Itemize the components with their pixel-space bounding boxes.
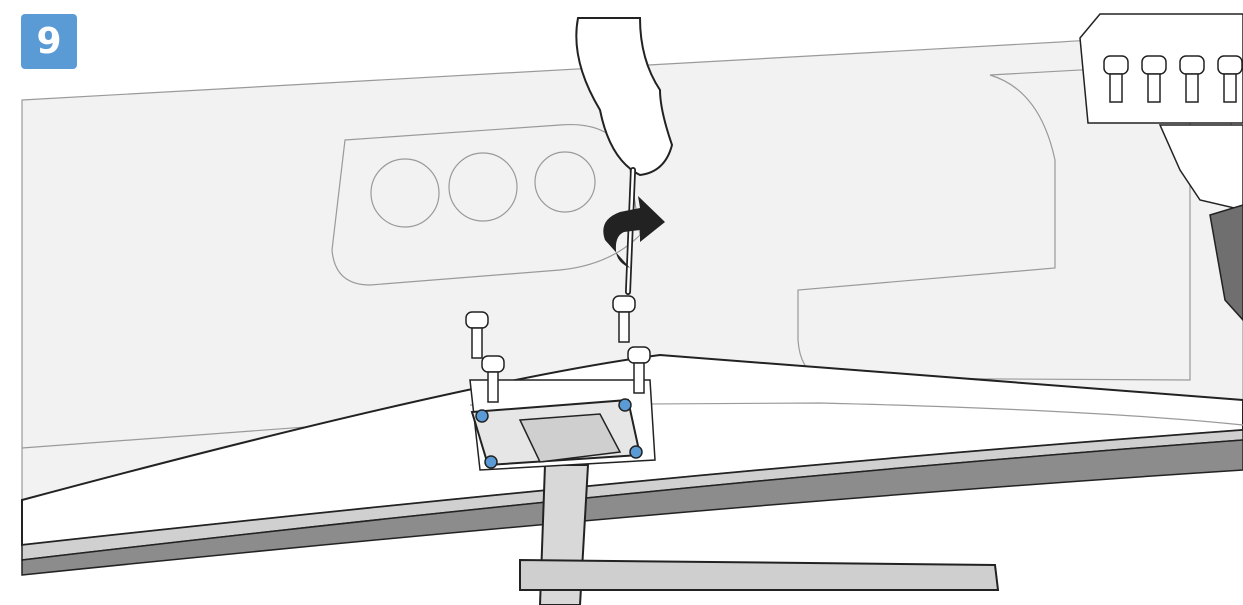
screw-hole-icon	[630, 446, 642, 458]
screw-hole-icon	[476, 410, 488, 422]
screw-hole-icon	[619, 399, 631, 411]
screw-hole-icon	[485, 456, 497, 468]
step-number: 9	[36, 21, 61, 62]
step-number-badge: 9	[21, 14, 77, 69]
screw-set-icon	[1080, 14, 1243, 123]
